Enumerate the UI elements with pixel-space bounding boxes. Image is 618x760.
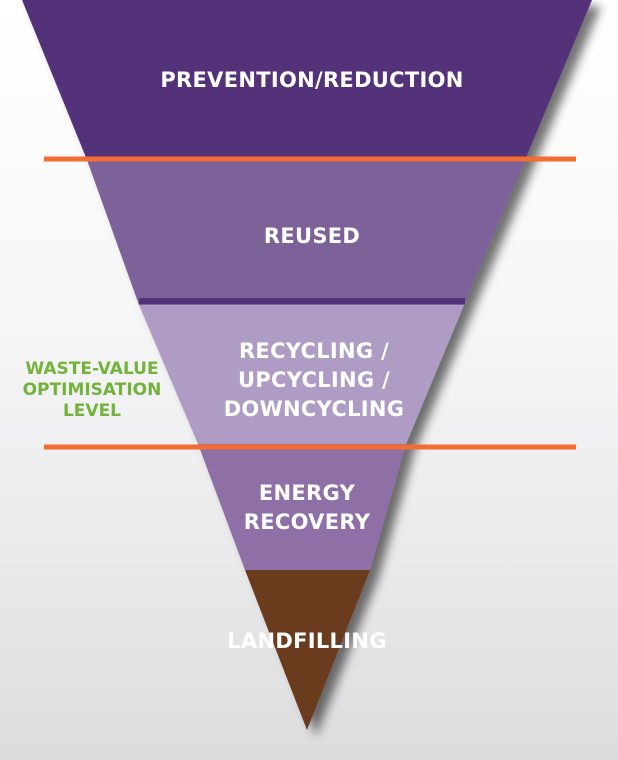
- tier-label-prevention-reduction: PREVENTION/REDUCTION: [160, 68, 464, 92]
- tier-label-landfilling: LANDFILLING: [227, 629, 387, 653]
- waste-value-optimisation-label: WASTE-VALUE OPTIMISATION LEVEL: [22, 359, 162, 421]
- tier-reused-band: [87, 160, 525, 305]
- tier-label-energy-recovery: ENERGY RECOVERY: [243, 481, 371, 534]
- tier-energy-recovery-band: [198, 444, 406, 570]
- pyramid-group: [22, 0, 592, 730]
- tier-recycling-band: [139, 305, 464, 444]
- tier-prevention-reduction-band: [22, 0, 592, 160]
- tier-label-recycling: RECYCLING / UPCYCLING / DOWNCYCLING: [223, 339, 405, 421]
- tier-landfilling-band: [245, 570, 370, 730]
- tier-label-reused: REUSED: [263, 224, 361, 248]
